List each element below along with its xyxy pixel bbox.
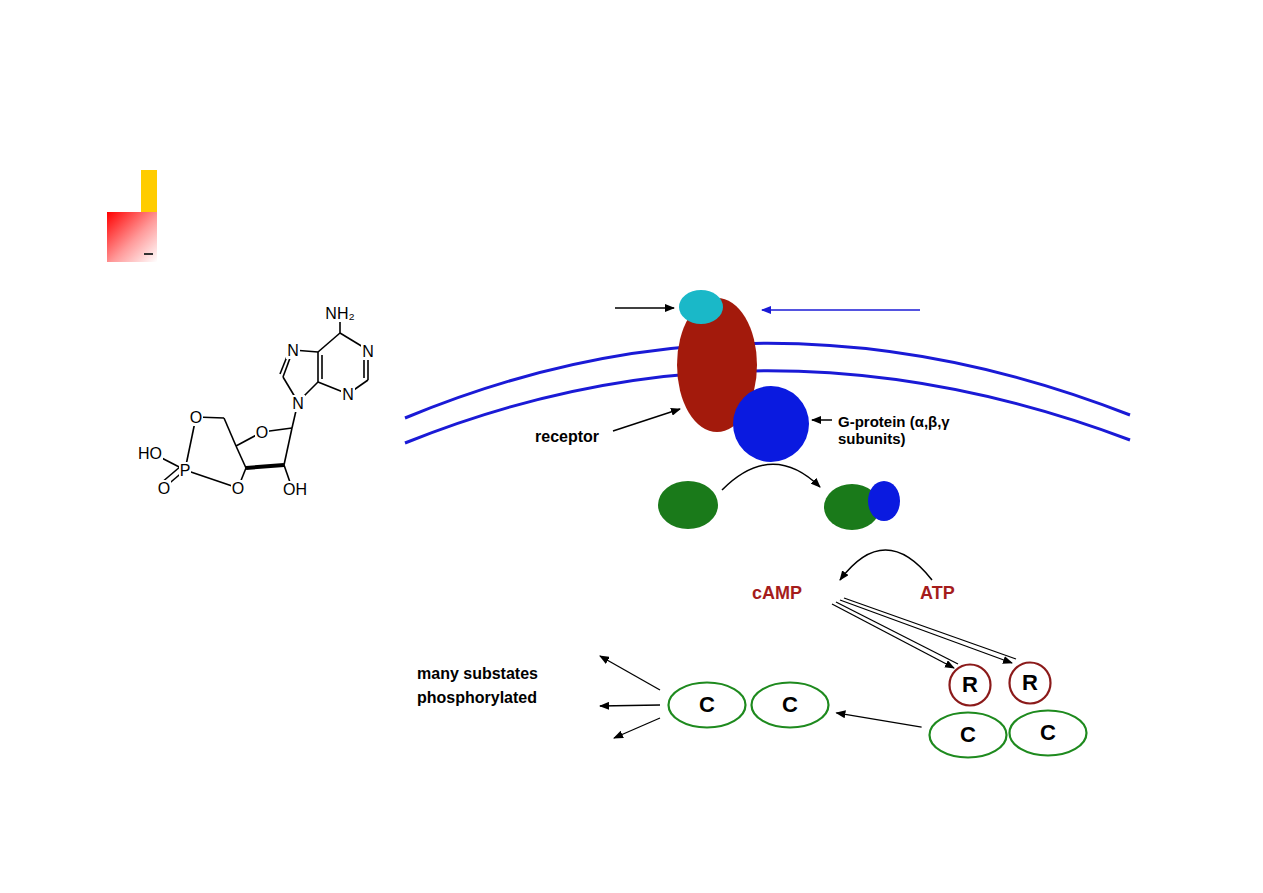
diagram-label: receptor <box>535 428 599 446</box>
atom-label: N <box>341 386 355 403</box>
pointer-arrow <box>615 307 674 309</box>
diagram-label: ATP <box>920 583 955 604</box>
substrate-arrow <box>600 656 660 690</box>
atom-label: O <box>157 480 171 497</box>
ligand-shape <box>679 290 723 324</box>
atom-label: N <box>291 395 305 412</box>
atom-label: NH₂ <box>324 305 355 322</box>
binding-arrow <box>840 600 1012 663</box>
subunit-letter: C <box>782 693 798 717</box>
binding-arrow <box>832 604 954 668</box>
subunit-letter: C <box>1040 721 1056 745</box>
binding-arrow <box>836 602 958 664</box>
decor-square <box>107 212 157 262</box>
cyclase-shape <box>658 481 718 529</box>
atom-label: N <box>361 343 375 360</box>
pointer-arrow <box>812 419 832 421</box>
substrate-arrow <box>614 718 660 738</box>
g-protein-shape <box>733 386 809 462</box>
pointer-arrow <box>762 309 920 311</box>
subunit-letter: C <box>960 723 976 747</box>
atom-label: OH <box>282 481 308 498</box>
catalytic-subunit: C <box>928 711 1008 759</box>
decor-dash <box>144 253 153 255</box>
atom-label: O <box>231 480 245 497</box>
catalytic-subunit: C <box>750 681 830 729</box>
camp-structure <box>152 315 368 488</box>
subunit-letter: R <box>962 673 978 697</box>
diagram-label: many substates phosphorylated <box>417 662 545 710</box>
atom-label: HO <box>137 445 163 462</box>
regulatory-subunit: R <box>948 663 992 707</box>
activation-arrow <box>722 464 820 490</box>
subunit-letter: R <box>1022 671 1038 695</box>
atom-label: N <box>286 342 300 359</box>
substrate-arrow <box>600 705 660 706</box>
diagram-label: cAMP <box>752 583 802 604</box>
subunit-letter: C <box>699 693 715 717</box>
conversion-arrow <box>840 550 932 580</box>
g-alpha-shape <box>868 481 900 521</box>
catalytic-subunit: C <box>1008 709 1088 757</box>
atom-label: P <box>179 462 192 479</box>
release-arrow <box>836 713 921 727</box>
catalytic-subunit: C <box>667 681 747 729</box>
diagram-label: G-protein (α,β,γ subunits) <box>838 413 978 447</box>
atom-label: O <box>189 409 203 426</box>
atom-label: O <box>255 424 269 441</box>
regulatory-subunit: R <box>1008 661 1052 705</box>
decor-bar <box>141 170 157 212</box>
binding-arrow <box>844 598 1016 659</box>
pointer-arrow <box>613 409 680 431</box>
